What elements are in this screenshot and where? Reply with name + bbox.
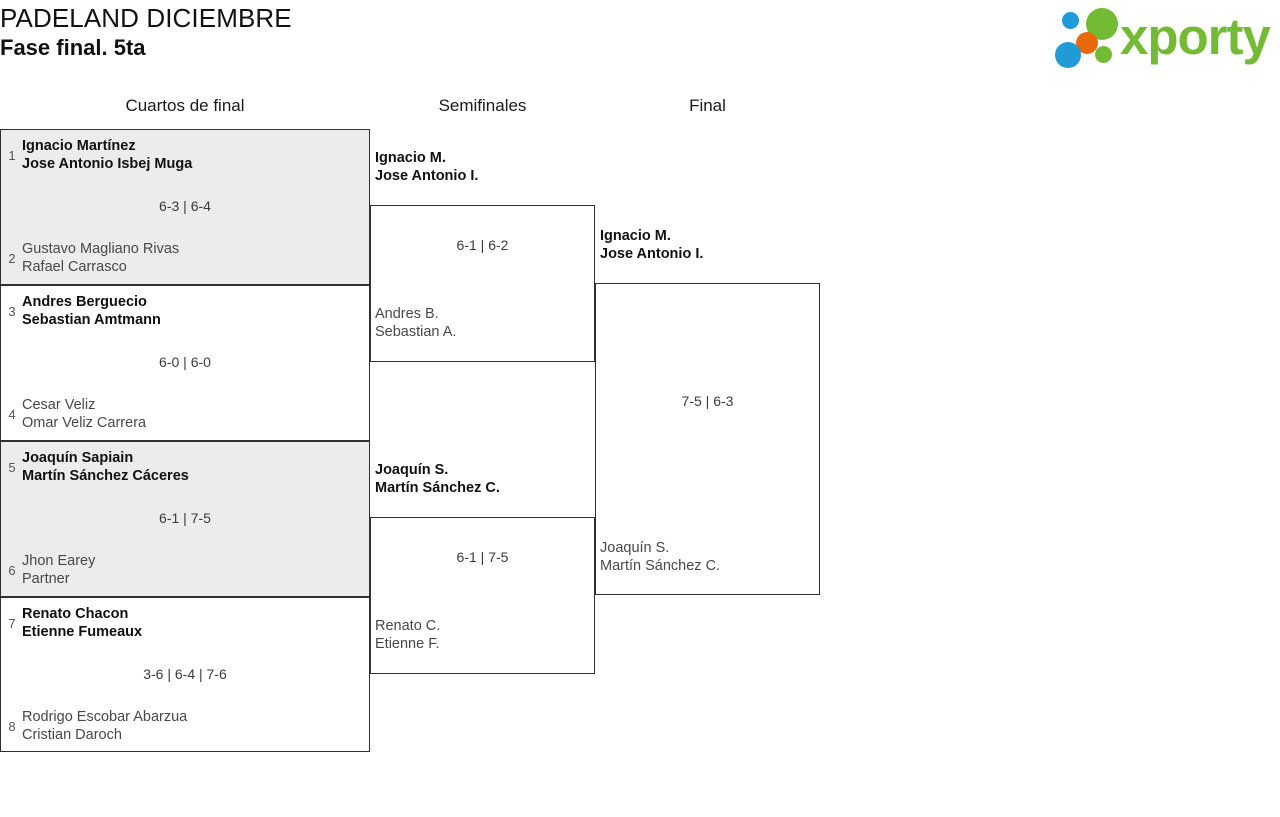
page-subtitle: Fase final. 5ta xyxy=(0,35,146,60)
sf-2-score: 6-1 | 7-5 xyxy=(456,549,509,565)
page-title: PADELAND DICIEMBRE xyxy=(0,3,292,33)
match-box-qf-1[interactable] xyxy=(0,129,370,285)
qf-1-seed-top: 1 xyxy=(8,147,16,163)
match-box-sf-2[interactable] xyxy=(370,517,595,674)
final-team-bottom[interactable]: Joaquín S. Martín Sánchez C. xyxy=(600,538,720,576)
qf-4-seed-bottom: 8 xyxy=(8,718,16,734)
qf-4-team-top[interactable]: 7 Renato Chacon Etienne Fumeaux xyxy=(2,604,142,642)
logo-dot-blue-large xyxy=(1055,42,1081,68)
title-block: PADELAND DICIEMBRE Fase final. 5ta xyxy=(0,2,292,62)
sf-1-names-top: Ignacio M. Jose Antonio I. xyxy=(375,150,479,184)
qf-3-names-bottom: Jhon Earey Partner xyxy=(22,553,96,587)
qf-3-seed-top: 5 xyxy=(8,459,16,475)
sf-1-score: 6-1 | 6-2 xyxy=(456,237,509,253)
sf-2-team-bottom[interactable]: Renato C. Etienne F. xyxy=(375,616,440,654)
qf-3-score: 6-1 | 7-5 xyxy=(159,510,211,526)
qf-2-team-bottom[interactable]: 4 Cesar Veliz Omar Veliz Carrera xyxy=(2,395,146,433)
final-score: 7-5 | 6-3 xyxy=(681,393,734,409)
round-header-final: Final xyxy=(689,96,726,115)
logo-dot-green-small xyxy=(1095,46,1112,63)
qf-2-seed-top: 3 xyxy=(8,303,16,319)
qf-1-seed-bottom: 2 xyxy=(8,250,16,266)
logo-dot-blue-small xyxy=(1062,12,1079,29)
logo-dot-orange xyxy=(1076,32,1098,54)
qf-4-names-top: Renato Chacon Etienne Fumeaux xyxy=(22,606,143,640)
xporty-logo[interactable]: xporty xyxy=(1050,6,1276,68)
sf-1-team-bottom[interactable]: Andres B. Sebastian A. xyxy=(375,304,456,342)
round-header-semifinals: Semifinales xyxy=(438,96,527,115)
qf-4-score: 3-6 | 6-4 | 7-6 xyxy=(143,666,227,682)
final-team-top[interactable]: Ignacio M. Jose Antonio I. xyxy=(600,226,703,264)
qf-1-team-top[interactable]: 1 Ignacio Martínez Jose Antonio Isbej Mu… xyxy=(2,136,192,174)
qf-4-names-bottom: Rodrigo Escobar Abarzua Cristian Daroch xyxy=(22,709,188,743)
qf-4-seed-top: 7 xyxy=(8,615,16,631)
match-box-qf-3[interactable] xyxy=(0,441,370,597)
qf-3-seed-bottom: 6 xyxy=(8,562,16,578)
match-box-sf-1[interactable] xyxy=(370,205,595,362)
sf-1-team-top[interactable]: Ignacio M. Jose Antonio I. xyxy=(375,148,478,186)
round-header-quarterfinals: Cuartos de final xyxy=(125,96,245,115)
qf-2-names-bottom: Cesar Veliz Omar Veliz Carrera xyxy=(22,397,147,431)
logo-dots-icon xyxy=(1050,6,1120,68)
qf-2-names-top: Andres Berguecio Sebastian Amtmann xyxy=(22,294,161,328)
sf-2-names-bottom: Renato C. Etienne F. xyxy=(375,618,441,652)
page-header: PADELAND DICIEMBRE Fase final. 5ta xport… xyxy=(0,0,1280,88)
qf-1-names-bottom: Gustavo Magliano Rivas Rafael Carrasco xyxy=(22,241,180,275)
sf-2-team-top[interactable]: Joaquín S. Martín Sánchez C. xyxy=(375,460,500,498)
match-box-qf-4[interactable] xyxy=(0,597,370,752)
logo-wordmark: xporty xyxy=(1120,8,1271,65)
qf-3-team-bottom[interactable]: 6 Jhon Earey Partner xyxy=(2,551,95,589)
final-names-top: Ignacio M. Jose Antonio I. xyxy=(600,228,704,262)
sf-2-names-top: Joaquín S. Martín Sánchez C. xyxy=(375,462,500,496)
qf-4-team-bottom[interactable]: 8 Rodrigo Escobar Abarzua Cristian Daroc… xyxy=(2,707,187,745)
sf-1-names-bottom: Andres B. Sebastian A. xyxy=(375,306,457,340)
match-box-qf-2[interactable] xyxy=(0,285,370,441)
qf-1-names-top: Ignacio Martínez Jose Antonio Isbej Muga xyxy=(22,138,193,172)
match-box-final[interactable] xyxy=(595,283,820,595)
qf-1-team-bottom[interactable]: 2 Gustavo Magliano Rivas Rafael Carrasco xyxy=(2,239,179,277)
qf-3-team-top[interactable]: 5 Joaquín Sapiain Martín Sánchez Cáceres xyxy=(2,448,189,486)
qf-2-score: 6-0 | 6-0 xyxy=(159,354,211,370)
qf-2-team-top[interactable]: 3 Andres Berguecio Sebastian Amtmann xyxy=(2,292,161,330)
qf-2-seed-bottom: 4 xyxy=(8,406,16,422)
qf-1-score: 6-3 | 6-4 xyxy=(159,198,211,214)
final-names-bottom: Joaquín S. Martín Sánchez C. xyxy=(600,540,721,574)
qf-3-names-top: Joaquín Sapiain Martín Sánchez Cáceres xyxy=(22,450,189,484)
